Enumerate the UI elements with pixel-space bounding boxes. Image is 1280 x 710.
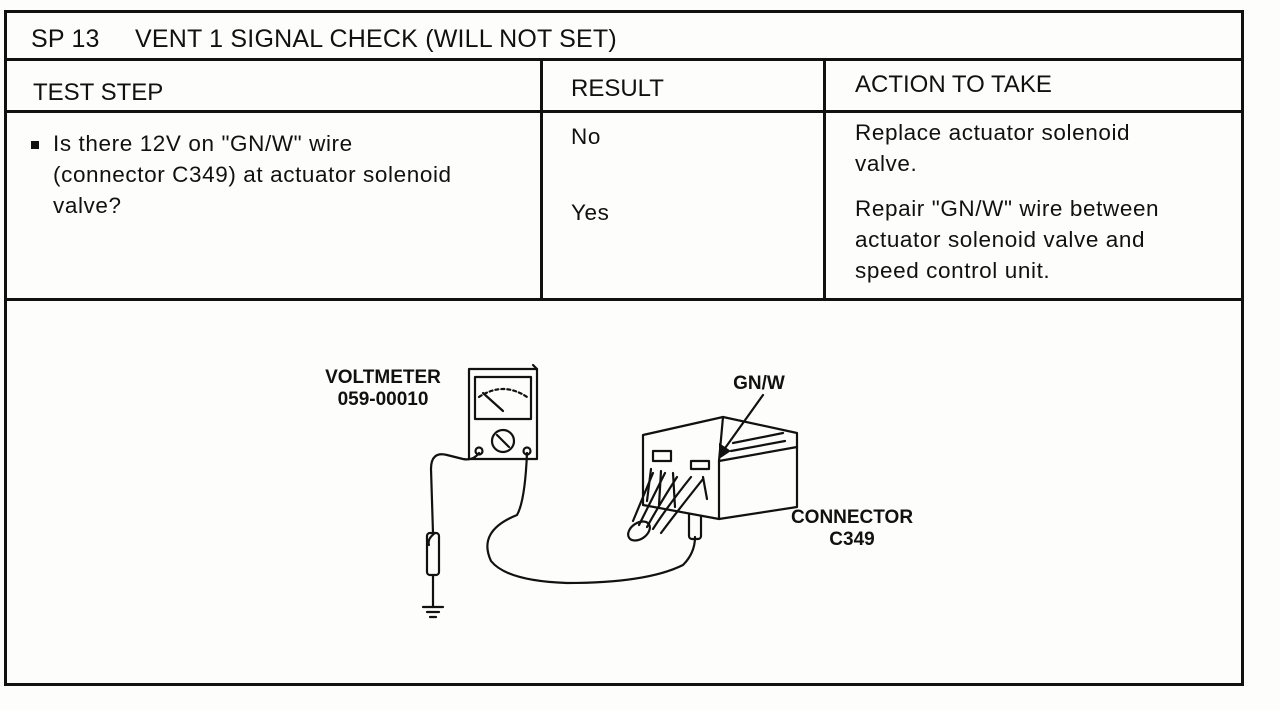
column-divider [823,61,826,301]
action-line: Replace actuator solenoid [855,120,1131,145]
test-step-cell: Is there 12V on "GN/W" wire (connector C… [53,128,533,221]
action-yes-cell: Repair "GN/W" wire between actuator sole… [855,193,1235,286]
voltmeter-label: VOLTMETER 059-00010 [313,367,453,411]
arrow-head-icon [719,443,731,459]
table-row: Is there 12V on "GN/W" wire (connector C… [7,113,1241,301]
ground-icon [421,605,445,619]
voltmeter-label-text: VOLTMETER [325,367,441,388]
connector-label: CONNECTOR C349 [777,507,927,551]
wire-label: GN/W [733,373,785,394]
connector-label-text: CONNECTOR [790,507,914,528]
result-no: No [571,124,601,149]
pointer-arrow [721,393,765,453]
service-procedure-sheet: SP 13 VENT 1 SIGNAL CHECK (WILL NOT SET)… [4,10,1244,686]
test-step-line: Is there 12V on "GN/W" wire [53,131,353,156]
connector-icon [641,415,799,521]
header-action: ACTION TO TAKE [855,71,1052,98]
bullet-icon [31,141,39,149]
header-test-step: TEST STEP [33,79,164,106]
table-header-row: TEST STEP RESULT ACTION TO TAKE [7,61,1241,113]
action-line: actuator solenoid valve and [855,227,1146,252]
procedure-title: VENT 1 SIGNAL CHECK (WILL NOT SET) [135,25,617,53]
voltmeter-part-number: 059-00010 [337,389,429,410]
wiring-illustration [421,363,799,619]
action-line: valve. [855,151,918,176]
test-diagram: VOLTMETER 059-00010 GN/W CONNECTOR C349 [7,301,1241,683]
action-line: Repair "GN/W" wire between [855,196,1160,221]
connector-id: C349 [829,529,875,550]
column-divider [540,61,543,301]
voltmeter-icon [467,363,539,461]
test-step-line: (connector C349) at actuator solenoid [53,162,452,187]
action-no-cell: Replace actuator solenoid valve. [855,117,1235,179]
title-row: SP 13 VENT 1 SIGNAL CHECK (WILL NOT SET) [7,13,1241,61]
result-yes: Yes [571,200,610,225]
action-line: speed control unit. [855,258,1051,283]
test-step-line: valve? [53,193,122,218]
header-result: RESULT [571,75,664,102]
procedure-code: SP 13 [31,25,100,53]
